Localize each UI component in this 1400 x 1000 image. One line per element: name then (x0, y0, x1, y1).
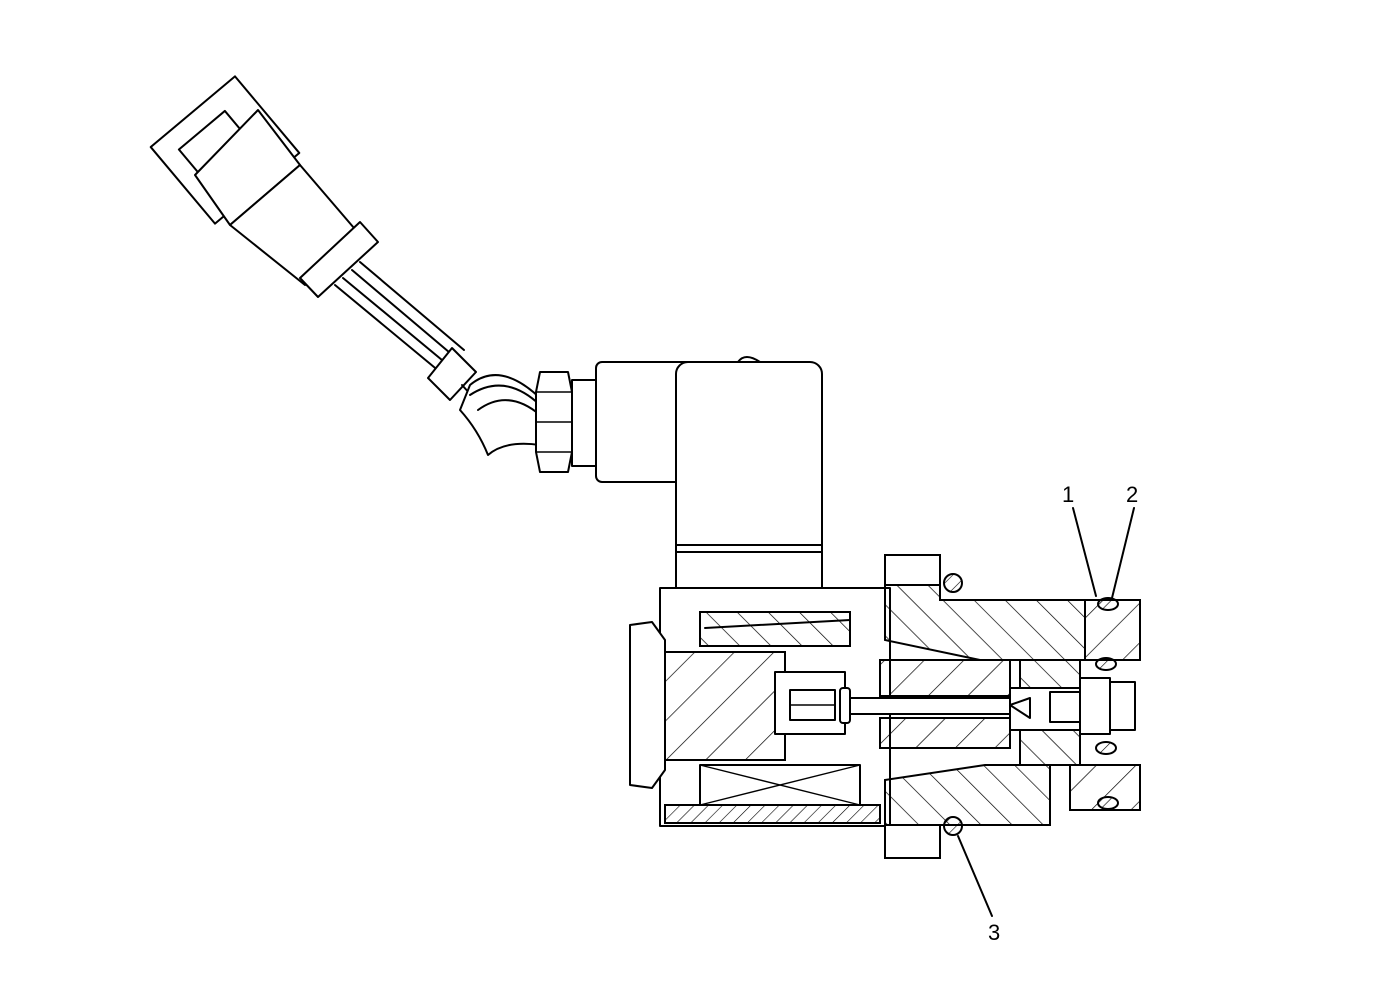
callout-1-label: 1 (1062, 482, 1074, 507)
callout-3-label: 3 (988, 920, 1000, 945)
o-ring-3-upper (943, 573, 963, 593)
o-ring-upper-2b (1095, 741, 1117, 755)
callout-3: 3 (957, 835, 1000, 945)
cable-wires (334, 261, 541, 456)
o-ring-lower-2c (1097, 796, 1119, 810)
coil-cover (675, 361, 823, 611)
callout-1: 1 (1062, 482, 1097, 597)
connector-nut (535, 371, 597, 473)
callout-2: 2 (1111, 482, 1138, 599)
o-ring-seals (943, 573, 1119, 836)
o-ring-3 (943, 816, 963, 836)
valve-body-cutaway (629, 554, 1141, 859)
o-ring-2 (1097, 597, 1119, 611)
electrical-connector (149, 75, 379, 298)
callout-2-label: 2 (1126, 482, 1138, 507)
o-ring-1 (1095, 657, 1117, 671)
